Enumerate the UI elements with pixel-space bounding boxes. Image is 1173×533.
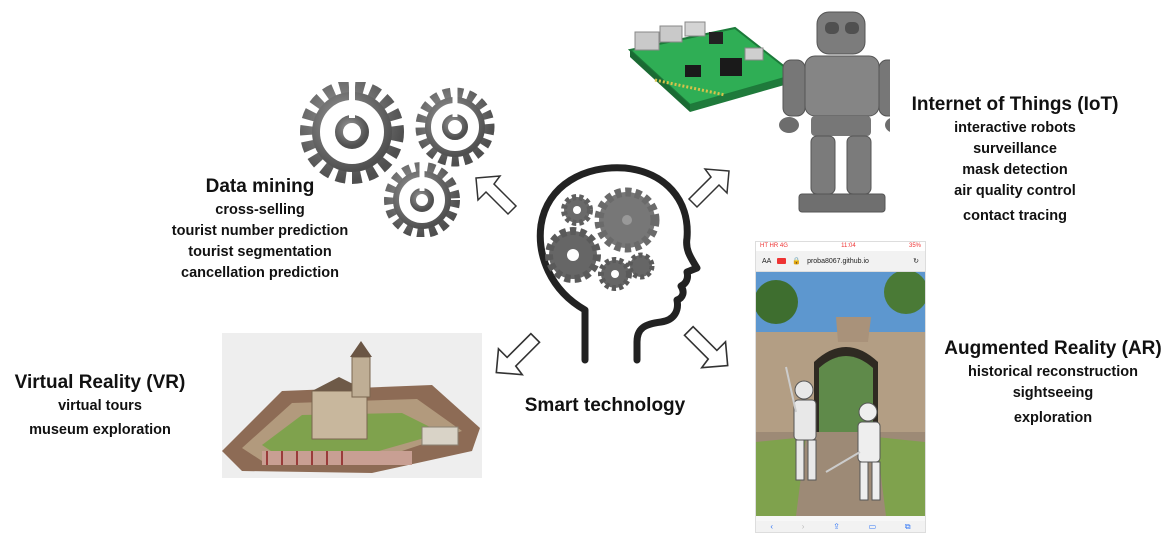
browser-address-bar[interactable]: AA 🔒 proba8067.github.io ↻ xyxy=(756,251,925,272)
camera-icon xyxy=(777,258,787,264)
ar-item: exploration xyxy=(1013,410,1093,426)
armored-knight-icon xyxy=(825,402,881,501)
iot-item: interactive robots xyxy=(954,120,1076,136)
text-size-button[interactable]: AA xyxy=(762,257,772,265)
ar-phone-screenshot: HT HR 4G 11:04 35% AA 🔒 proba8067.github… xyxy=(755,241,926,533)
brain-gears-icon xyxy=(545,187,660,291)
back-icon[interactable]: ‹ xyxy=(770,522,774,531)
reload-icon[interactable]: ↻ xyxy=(913,258,919,265)
data-mining-item: tourist number prediction xyxy=(171,223,349,239)
small-gear-icon xyxy=(384,162,460,237)
large-gear-icon xyxy=(300,82,404,184)
data-mining-item: tourist segmentation xyxy=(188,244,332,260)
gears-illustration xyxy=(300,82,495,237)
ar-title: Augmented Reality (AR) xyxy=(944,338,1162,359)
browser-toolbar: ‹ › ⇪ ▭ ⧉ xyxy=(756,521,925,532)
data-mining-title: Data mining xyxy=(205,176,315,197)
iot-illustration xyxy=(627,11,890,213)
carrier-label: HT HR 4G xyxy=(760,243,788,249)
arrow-down-right-icon xyxy=(683,325,729,369)
bookmarks-icon[interactable]: ▭ xyxy=(868,522,877,531)
iot-item: air quality control xyxy=(954,183,1076,199)
forward-icon[interactable]: › xyxy=(801,522,805,531)
iot-title: Internet of Things (IoT) xyxy=(911,94,1119,115)
iot-item: surveillance xyxy=(973,141,1057,157)
iot-item: contact tracing xyxy=(963,208,1067,224)
share-icon[interactable]: ⇪ xyxy=(833,522,840,531)
vr-block: Virtual Reality (VR) virtual tours museu… xyxy=(0,372,200,441)
arrow-up-right-icon xyxy=(687,168,730,209)
url-text: proba8067.github.io xyxy=(807,257,869,265)
vr-item: museum exploration xyxy=(29,422,171,438)
battery-label: 35% xyxy=(908,243,921,249)
vr-monastery-image xyxy=(222,333,482,478)
ar-camera-view xyxy=(756,272,925,516)
data-mining-block: Data mining cross-selling tourist number… xyxy=(140,176,380,284)
time-label: 11:04 xyxy=(841,243,856,249)
data-mining-item: cancellation prediction xyxy=(181,265,339,281)
center-label: Smart technology xyxy=(524,395,686,416)
tabs-icon[interactable]: ⧉ xyxy=(904,522,911,531)
data-mining-item: cross-selling xyxy=(215,202,305,218)
iot-item: mask detection xyxy=(962,162,1068,178)
circuit-board-icon xyxy=(627,21,798,112)
head-illustration xyxy=(536,164,701,364)
vr-title: Virtual Reality (VR) xyxy=(14,372,186,393)
arrow-up-left-icon xyxy=(475,175,518,216)
ar-item: sightseeing xyxy=(1012,385,1094,401)
armored-knight-icon xyxy=(785,366,817,481)
phone-status-bar: HT HR 4G 11:04 35% xyxy=(756,242,925,251)
medium-gear-icon xyxy=(415,87,495,167)
arrow-down-left-icon xyxy=(495,332,541,376)
robot-icon xyxy=(779,11,890,213)
head-outline-icon xyxy=(536,164,701,364)
iot-block: Internet of Things (IoT) interactive rob… xyxy=(895,94,1135,227)
ar-block: Augmented Reality (AR) historical recons… xyxy=(933,338,1173,429)
ar-item: historical reconstruction xyxy=(967,364,1138,380)
lock-icon: 🔒 xyxy=(792,258,802,265)
vr-item: virtual tours xyxy=(58,398,142,414)
